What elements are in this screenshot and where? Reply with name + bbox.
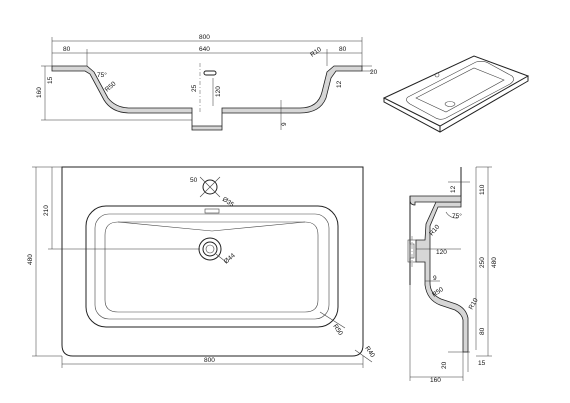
iso-top-surface [382,55,530,127]
dim-side-wall: 9 [433,275,437,282]
dim-rim-right: 80 [339,46,347,53]
plan-outer-outline [61,166,364,357]
dim-side-foot: 80 [479,327,486,335]
dim-basin-corner-radius: R50 [331,323,344,337]
dim-bowl-radius: R50 [104,80,118,93]
dim-rim-left: 80 [63,46,71,53]
dim-side-depth: 480 [491,257,498,268]
side-section-view: 480 110 250 80 12 75° R10 120 9 R50 R10 … [407,166,498,384]
dim-basin-offset: 210 [43,205,50,216]
dim-side-base-15: 15 [478,360,486,367]
dim-side-height: 160 [430,377,441,384]
dim-side-drain-dist: 120 [436,249,447,256]
dim-overall-height: 160 [36,87,43,98]
angle-75: 75° [97,71,107,79]
dim-basin-width: 640 [199,46,210,53]
dim-drain-dia: Ø44 [223,252,237,266]
dim-side-110: 110 [479,184,486,195]
front-section-view: 800 80 640 80 R10 15 160 75° R50 25 120 … [36,34,378,131]
dim-rim-thickness: 20 [370,69,378,76]
iso-basin [406,61,514,120]
drain-outer [198,237,222,261]
isometric-view [382,55,530,133]
plan-view: 50 Ø35 Ø44 480 210 800 R50 R40 [27,166,376,368]
dim-plan-depth: 480 [27,254,34,265]
dim-tap-drop: 25 [191,84,198,92]
plan-basin-outer [85,205,339,328]
plan-basin-inner [94,213,330,320]
dim-left-edge-height: 15 [47,76,54,84]
dim-plan-width: 800 [204,357,215,364]
dim-side-foot-radius: R10 [468,297,480,311]
side-angle-75: 75° [452,212,462,220]
dim-tap-height: 120 [215,86,222,97]
dim-side-bowl-radius: R50 [431,286,445,299]
dim-corner-radius-rim: R10 [309,46,323,59]
side-section-shell [415,196,469,353]
dim-tap-hole-offset: 50 [190,177,198,184]
dim-tap-hole-dia: Ø35 [221,196,235,209]
dim-drain-offset: 9 [281,122,288,126]
dim-right-inner: 12 [336,80,343,88]
dim-side-250: 250 [479,257,486,268]
dim-overall-width: 800 [199,34,210,41]
tap-hole [202,179,218,195]
dim-side-base-20: 20 [441,361,448,369]
dim-side-top-offset: 12 [450,185,457,193]
